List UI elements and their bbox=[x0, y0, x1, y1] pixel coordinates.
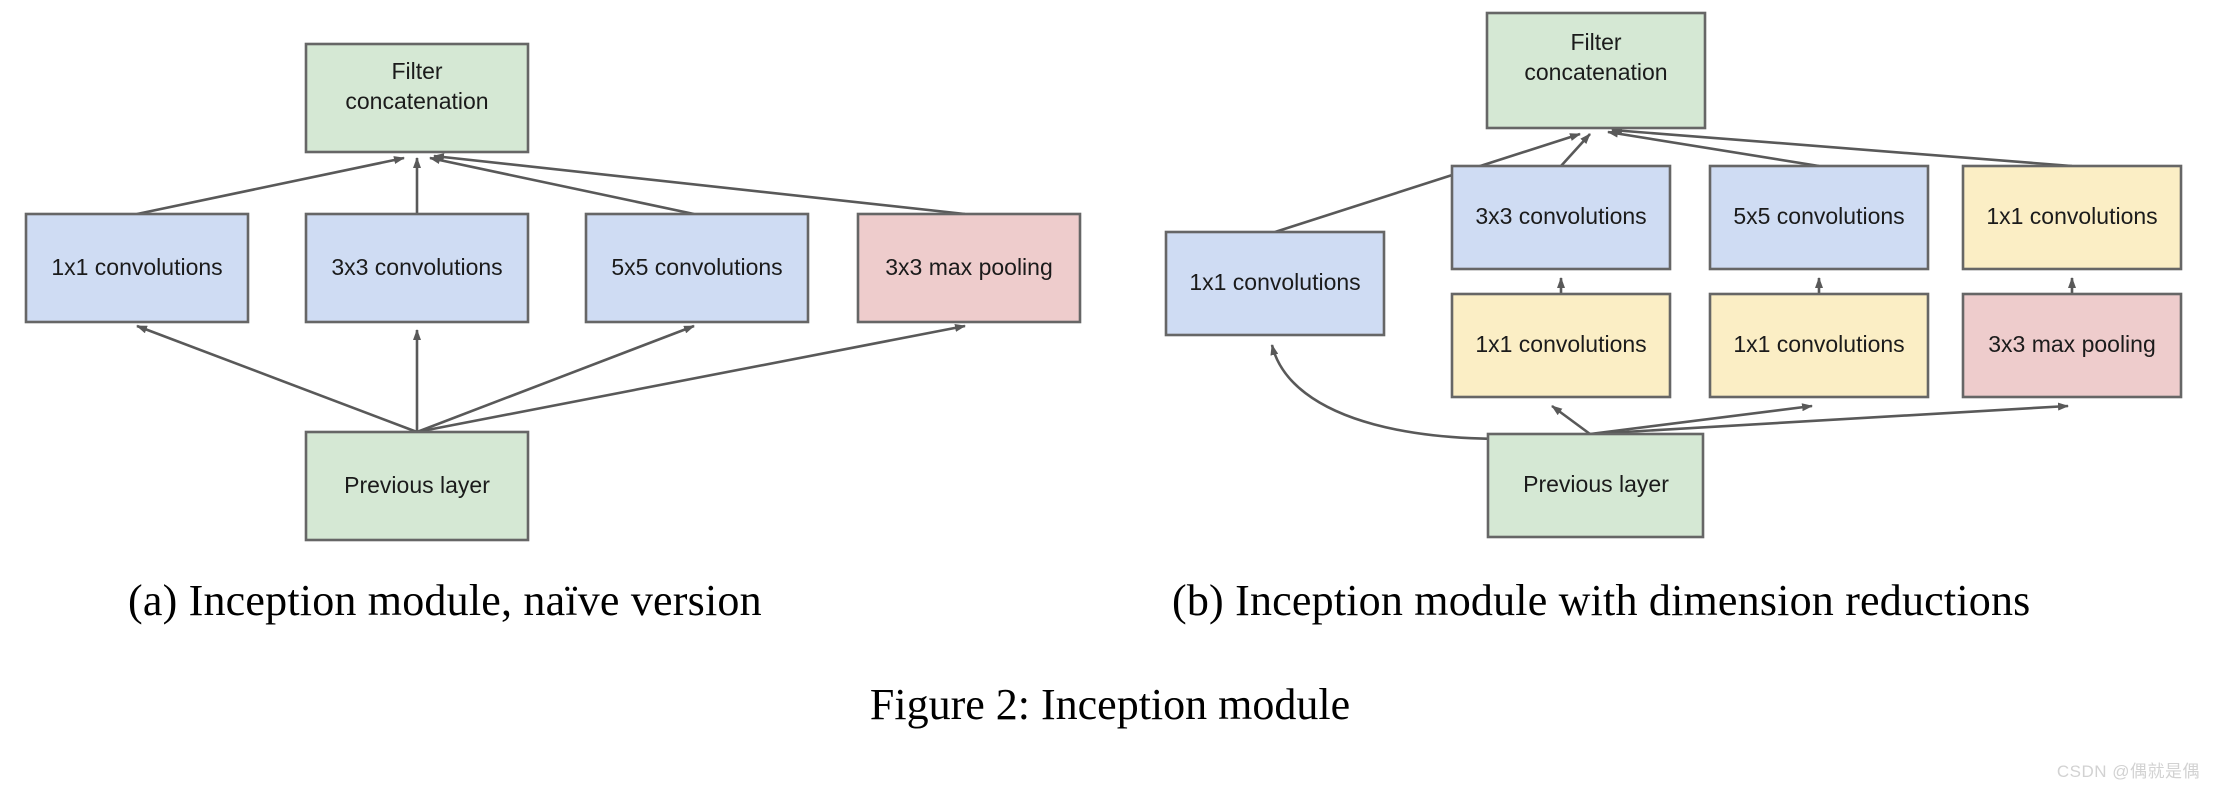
diagram-a-edges bbox=[136, 153, 966, 434]
node-box bbox=[1450, 292, 1672, 399]
node-box bbox=[1961, 292, 2183, 399]
node-box bbox=[1450, 164, 1672, 271]
node-label: 1x1 convolutions bbox=[51, 254, 222, 280]
edge-conv3x3-to-concat bbox=[1560, 133, 1591, 167]
node-a-previous-layer[interactable]: Previous layer bbox=[304, 430, 530, 542]
node-label: 3x3 max pooling bbox=[1988, 331, 2156, 357]
node-label: 3x3 convolutions bbox=[331, 254, 502, 280]
node-label-line1: Filter bbox=[391, 58, 442, 84]
node-box bbox=[304, 430, 530, 542]
node-box bbox=[1708, 292, 1930, 399]
edge-prev-to-maxpool bbox=[416, 323, 966, 434]
edge-maxpool-to-concat bbox=[433, 153, 966, 216]
node-b-filter-concat[interactable]: Filter concatenation bbox=[1485, 11, 1707, 130]
node-b-conv3x3[interactable]: 3x3 convolutions bbox=[1450, 164, 1672, 271]
node-label: 5x5 convolutions bbox=[1733, 203, 1904, 229]
node-b-conv1x1-reduce-3x3[interactable]: 1x1 convolutions bbox=[1450, 292, 1672, 399]
node-a-conv3x3[interactable]: 3x3 convolutions bbox=[304, 212, 530, 324]
node-a-filter-concat[interactable]: Filter concatenation bbox=[304, 42, 530, 154]
node-a-maxpool3x3[interactable]: 3x3 max pooling bbox=[856, 212, 1082, 324]
edge-conv1x1-top-to-concat bbox=[1611, 126, 2073, 168]
node-b-conv1x1-reduce-5x5[interactable]: 1x1 convolutions bbox=[1708, 292, 1930, 399]
edge-conv5x5-to-concat bbox=[1607, 129, 1820, 168]
node-label: Previous layer bbox=[1523, 471, 1669, 497]
subcaption-a: (a) Inception module, naïve version bbox=[128, 576, 762, 625]
diagram-a: Filter concatenation 1x1 convolutions 3x… bbox=[24, 42, 1082, 542]
node-box bbox=[1961, 164, 2183, 271]
edge-prev-to-reduce-3x3 bbox=[1551, 404, 1591, 436]
node-b-maxpool3x3[interactable]: 3x3 max pooling bbox=[1961, 292, 2183, 399]
watermark: CSDN @偶就是偶 bbox=[2056, 762, 2200, 781]
diagram-b: Filter concatenation 1x1 convolutions 3x… bbox=[1164, 11, 2183, 539]
node-b-conv1x1-top[interactable]: 1x1 convolutions bbox=[1961, 164, 2183, 271]
node-label: 1x1 convolutions bbox=[1189, 269, 1360, 295]
node-box bbox=[304, 212, 530, 324]
edge-prev-to-reduce-5x5 bbox=[1589, 403, 1813, 436]
node-box bbox=[1485, 11, 1707, 130]
node-label-line2: concatenation bbox=[345, 88, 488, 114]
node-box bbox=[24, 212, 250, 324]
node-label: 1x1 convolutions bbox=[1733, 331, 1904, 357]
node-box bbox=[1708, 164, 1930, 271]
node-label-line1: Filter bbox=[1570, 29, 1621, 55]
node-label: 1x1 convolutions bbox=[1475, 331, 1646, 357]
edge-conv5x5-to-concat bbox=[429, 156, 695, 216]
node-label: 3x3 convolutions bbox=[1475, 203, 1646, 229]
node-label: 1x1 convolutions bbox=[1986, 203, 2157, 229]
diagram-b-edges bbox=[1270, 126, 2076, 441]
subcaption-b: (b) Inception module with dimension redu… bbox=[1172, 576, 2031, 625]
node-label-line2: concatenation bbox=[1524, 59, 1667, 85]
node-box bbox=[584, 212, 810, 324]
node-box bbox=[1164, 230, 1386, 337]
edge-prev-to-conv5x5 bbox=[416, 324, 695, 434]
node-b-conv1x1-left[interactable]: 1x1 convolutions bbox=[1164, 230, 1386, 337]
node-b-previous-layer[interactable]: Previous layer bbox=[1486, 432, 1705, 539]
edge-conv1x1-left-to-concat bbox=[1274, 132, 1581, 234]
node-label: 3x3 max pooling bbox=[885, 254, 1053, 280]
node-label: 5x5 convolutions bbox=[611, 254, 782, 280]
node-label: Previous layer bbox=[344, 472, 490, 498]
node-b-conv5x5[interactable]: 5x5 convolutions bbox=[1708, 164, 1930, 271]
node-box bbox=[1486, 432, 1705, 539]
node-box bbox=[856, 212, 1082, 324]
node-a-conv1x1[interactable]: 1x1 convolutions bbox=[24, 212, 250, 324]
node-box bbox=[304, 42, 530, 154]
edge-conv1x1-to-concat bbox=[136, 156, 405, 216]
figure-caption: Figure 2: Inception module bbox=[869, 680, 1351, 729]
edge-prev-to-conv1x1 bbox=[136, 324, 418, 434]
edge-prev-to-maxpool bbox=[1589, 402, 2069, 436]
node-a-conv5x5[interactable]: 5x5 convolutions bbox=[584, 212, 810, 324]
